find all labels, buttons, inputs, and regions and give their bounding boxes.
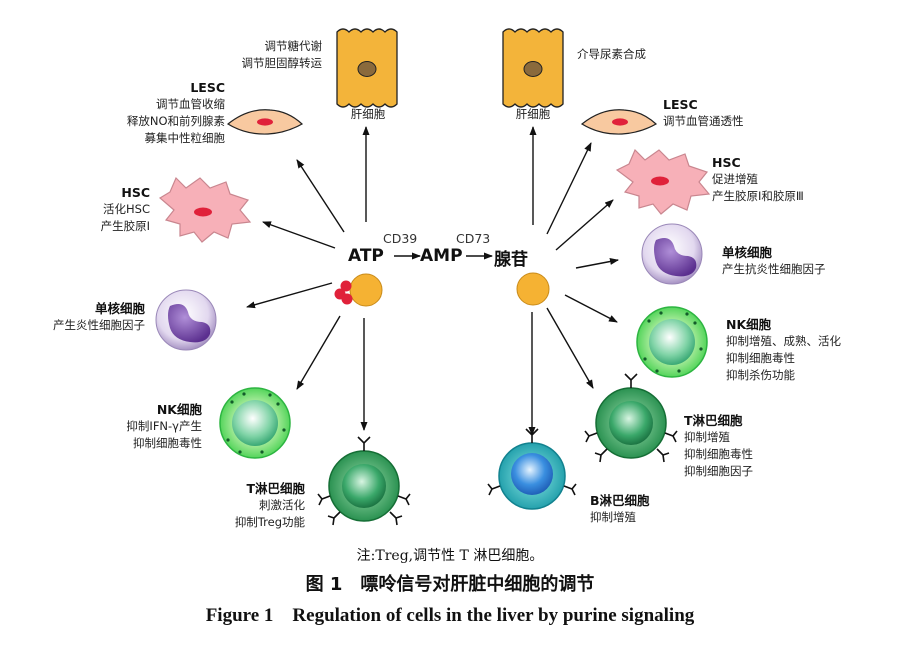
t-cell-right-block: T淋巴细胞 抑制增殖抑制细胞毒性抑制细胞因子 — [684, 413, 753, 478]
lesc-right-block: LESC 调节血管通透性 — [663, 97, 744, 128]
hepatocyte-right-name: 肝细胞 — [515, 107, 551, 121]
adenosine-label: 腺苷 — [494, 250, 528, 270]
t-cell-right-icon — [584, 373, 678, 463]
nk-cell-right-icon — [636, 306, 708, 378]
figure-title-zh: 图 1 嘌呤信号对肝脏中细胞的调节 — [305, 574, 595, 595]
cd39-label: CD39 — [383, 231, 418, 246]
monocyte-right-icon — [641, 223, 703, 285]
hsc-right-icon — [615, 148, 711, 215]
atp-molecule-icon — [334, 273, 383, 307]
adenosine-arrows — [528, 126, 619, 436]
hepatocyte-right-icon — [502, 28, 564, 108]
atp-label: ATP — [348, 246, 384, 266]
t-cell-left-icon — [317, 436, 411, 526]
hepatocyte-left-name: 肝细胞 — [350, 107, 386, 121]
hepatocyte-left-effects: 调节糖代谢调节胆固醇转运 — [241, 39, 323, 70]
nk-cell-left-block: NK细胞 抑制IFN-γ产生抑制细胞毒性 — [126, 402, 202, 450]
adenosine-molecule-icon — [516, 272, 550, 306]
nk-cell-left-icon — [219, 387, 291, 459]
hepatocyte-right-effects: 介导尿素合成 — [577, 47, 646, 61]
lesc-right-icon — [580, 109, 658, 135]
b-cell-block: B淋巴细胞 抑制增殖 — [590, 493, 650, 524]
atp-arrows — [246, 126, 370, 431]
figure-note: 注:Treg,调节性 T 淋巴细胞。 — [356, 548, 544, 564]
hepatocyte-left-icon — [336, 28, 398, 108]
monocyte-right-block: 单核细胞 产生抗炎性细胞因子 — [722, 245, 826, 276]
hsc-right-block: HSC 促进增殖产生胶原Ⅰ和胶原Ⅲ — [712, 155, 804, 203]
b-cell-icon — [487, 428, 577, 510]
figure-title-en: Figure 1 Regulation of cells in the live… — [205, 605, 695, 626]
lesc-left-icon — [226, 109, 304, 135]
lesc-left-block: LESC 调节血管收缩释放NO和前列腺素募集中性粒细胞 — [126, 80, 225, 145]
t-cell-left-block: T淋巴细胞 刺激活化抑制Treg功能 — [234, 481, 305, 529]
cd73-label: CD73 — [456, 231, 491, 246]
hsc-left-icon — [158, 176, 252, 243]
monocyte-left-icon — [155, 289, 217, 351]
amp-label: AMP — [420, 246, 463, 266]
nk-cell-right-block: NK细胞 抑制增殖、成熟、活化抑制细胞毒性抑制杀伤功能 — [726, 317, 841, 382]
monocyte-left-block: 单核细胞 产生炎性细胞因子 — [53, 301, 145, 332]
